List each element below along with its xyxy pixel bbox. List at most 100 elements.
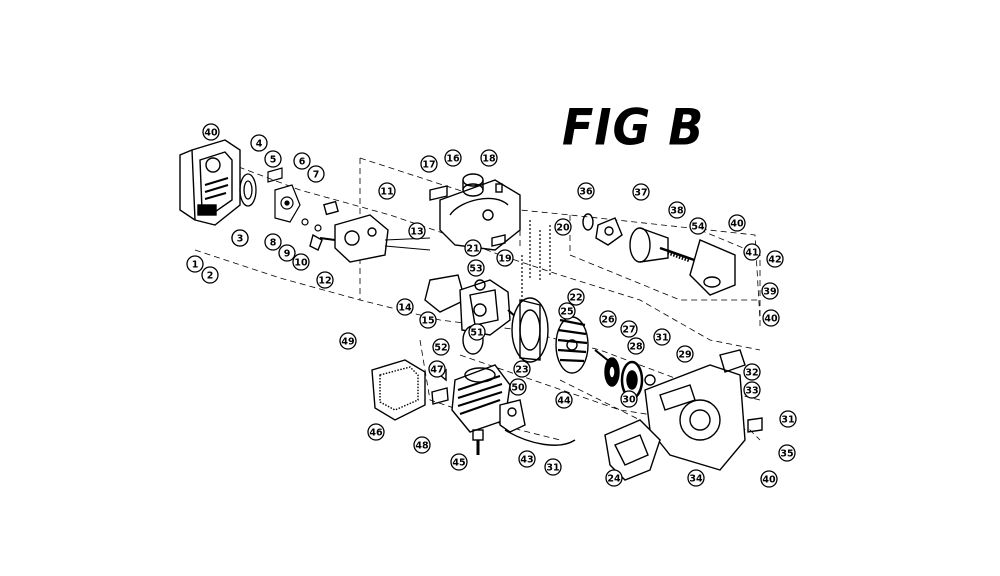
- callout-label: 17: [422, 160, 435, 171]
- callout-label: 7: [313, 170, 320, 181]
- callout-label: 14: [398, 303, 412, 314]
- callout-33: 33: [743, 381, 761, 399]
- callout-label: 13: [410, 227, 423, 238]
- callout-label: 20: [556, 223, 570, 234]
- callout-circle: [620, 320, 638, 338]
- callout-46: 46: [367, 423, 385, 441]
- callout-40: 40: [760, 470, 778, 488]
- callout-51: 51: [468, 323, 486, 341]
- callout-49: 49: [339, 332, 357, 350]
- part-fuel-tank: [429, 173, 521, 251]
- callout-label: 2: [207, 271, 214, 282]
- callout-label: 26: [601, 315, 615, 326]
- callout-label: 41: [745, 248, 758, 259]
- part-choke-assembly: [267, 167, 322, 232]
- callout-44: 44: [555, 391, 573, 409]
- callout-circle: [509, 378, 527, 396]
- callout-label: 28: [629, 342, 643, 353]
- callout-40: 40: [202, 123, 220, 141]
- callout-circle: [632, 183, 650, 201]
- callout-43: 43: [518, 450, 536, 468]
- callout-circle: [605, 469, 623, 487]
- callout-53: 53: [467, 259, 485, 277]
- callout-circle: [743, 243, 761, 261]
- callout-8: 8: [264, 233, 282, 251]
- callout-label: 31: [546, 463, 559, 474]
- callout-circle: [554, 218, 572, 236]
- callout-31: 31: [544, 458, 562, 476]
- callout-circle: [518, 450, 536, 468]
- callout-label: 22: [569, 293, 582, 304]
- callout-circle: [396, 298, 414, 316]
- callout-label: 45: [452, 458, 465, 469]
- callout-label: 39: [763, 287, 776, 298]
- callout-label: 23: [515, 365, 528, 376]
- part-gear-head: [582, 213, 736, 296]
- callout-label: 24: [607, 474, 621, 485]
- part-carburetor: [309, 200, 431, 263]
- callout-circle: [668, 201, 686, 219]
- part-cylinder: [451, 325, 576, 455]
- callout-label: 43: [520, 455, 533, 466]
- callout-circle: [231, 229, 249, 247]
- part-clutch: [594, 349, 644, 400]
- callout-circle: [419, 311, 437, 329]
- callout-label: 51: [470, 328, 483, 339]
- callout-25: 25: [558, 302, 576, 320]
- callout-39: 39: [761, 282, 779, 300]
- callout-label: 31: [781, 415, 794, 426]
- callout-2: 2: [201, 266, 219, 284]
- callout-circle: [599, 310, 617, 328]
- callout-label: 50: [511, 383, 525, 394]
- callout-label: 49: [341, 337, 354, 348]
- callout-layer: 1233456789101112131415161718192021222324…: [186, 123, 797, 488]
- callout-22: 22: [567, 288, 585, 306]
- callout-circle: [468, 323, 486, 341]
- callout-circle: [555, 391, 573, 409]
- callout-24: 24: [605, 469, 623, 487]
- callout-label: 10: [294, 258, 308, 269]
- callout-42: 42: [766, 250, 784, 268]
- callout-31: 31: [779, 410, 797, 428]
- callout-label: 32: [745, 368, 758, 379]
- callout-20: 20: [554, 218, 572, 236]
- callout-circle: [378, 182, 396, 200]
- callout-circle: [513, 360, 531, 378]
- callout-32: 32: [743, 363, 761, 381]
- callout-14: 14: [396, 298, 414, 316]
- callout-label: 46: [369, 428, 383, 439]
- callout-label: 33: [745, 386, 758, 397]
- callout-54: 54: [689, 217, 707, 235]
- callout-circle: [450, 453, 468, 471]
- callout-label: 12: [318, 276, 331, 287]
- callout-label: 48: [415, 441, 429, 452]
- callout-label: 42: [768, 255, 781, 266]
- callout-15: 15: [419, 311, 437, 329]
- callout-label: 3: [237, 234, 244, 245]
- callout-circle: [293, 152, 311, 170]
- callout-18: 18: [480, 149, 498, 167]
- callout-circle: [687, 469, 705, 487]
- callout-26: 26: [599, 310, 617, 328]
- callout-circle: [292, 253, 310, 271]
- callout-circle: [339, 332, 357, 350]
- callout-16: 16: [444, 149, 462, 167]
- callout-label: 1: [192, 260, 199, 271]
- callout-label: 40: [762, 475, 776, 486]
- callout-label: 31: [655, 333, 668, 344]
- callout-circle: [676, 345, 694, 363]
- callout-circle: [496, 249, 514, 267]
- callout-48: 48: [413, 436, 431, 454]
- callout-41: 41: [743, 243, 761, 261]
- callout-circle: [420, 155, 438, 173]
- callout-circle: [264, 150, 282, 168]
- callout-40: 40: [762, 309, 780, 327]
- callout-12: 12: [316, 271, 334, 289]
- callout-4: 4: [250, 134, 268, 152]
- callout-label: 47: [430, 365, 443, 376]
- callout-label: 37: [634, 188, 647, 199]
- part-flywheel: [511, 297, 589, 374]
- callout-label: 35: [780, 449, 793, 460]
- callout-circle: [413, 436, 431, 454]
- callout-circle: [264, 233, 282, 251]
